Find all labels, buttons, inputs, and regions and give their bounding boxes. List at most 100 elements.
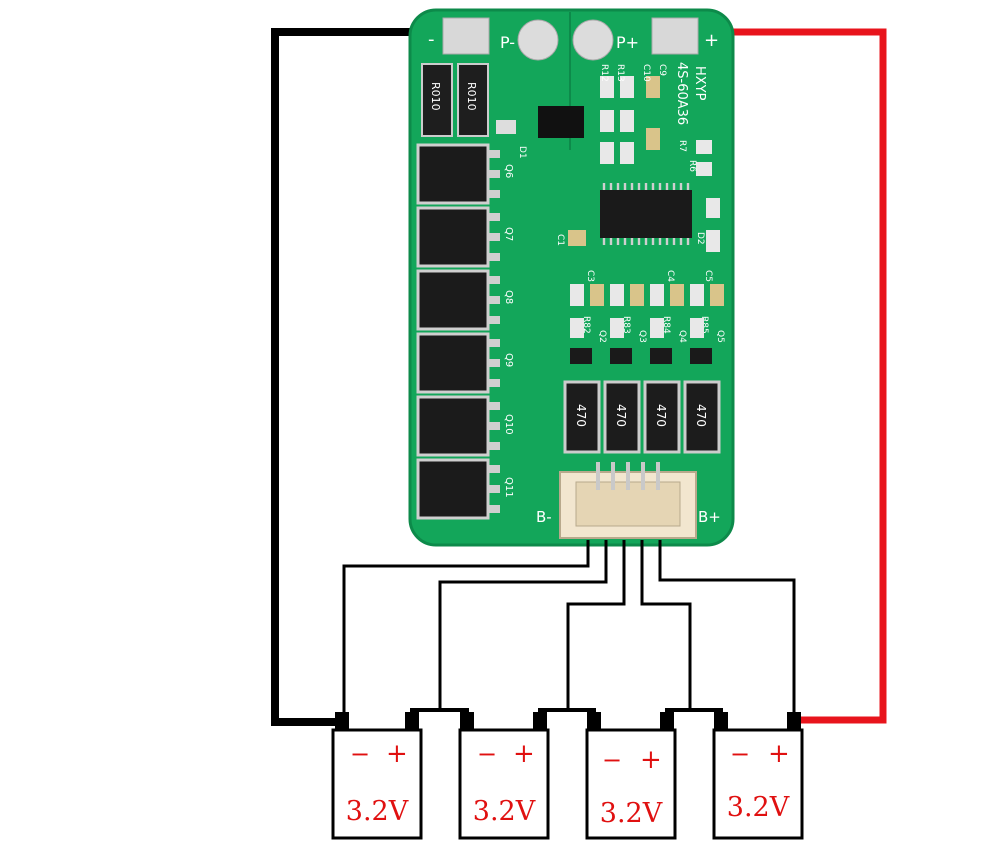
series-link-3-4 — [665, 708, 723, 720]
cell-4: − + 3.2V — [712, 712, 804, 840]
pad-positive — [651, 17, 699, 55]
mosfet-q6: Q6 — [416, 143, 514, 205]
cell-4-neg-sign: − — [730, 740, 750, 768]
ic-pins — [602, 183, 690, 245]
balance-wire-b1 — [438, 540, 608, 712]
cell-3-neg-terminal — [587, 712, 601, 730]
balance-resistor-label-4: 470 — [694, 404, 708, 427]
pad-pos-label: + — [704, 30, 719, 51]
balance-resistor-3 — [643, 380, 681, 454]
pad-neg-label: - — [428, 29, 435, 50]
shunt-resistor-1 — [421, 63, 453, 137]
shunt-resistor-2 — [457, 63, 489, 137]
cell-4-pos-sign: + — [768, 739, 790, 769]
balance-resistor-1 — [563, 380, 601, 454]
smd-part — [690, 284, 704, 306]
label-d2: D2 — [695, 232, 705, 245]
smd-part — [646, 76, 660, 98]
board-model: HXYP — [692, 66, 707, 101]
balance-wires — [342, 540, 796, 712]
cell-1-pos-terminal — [405, 712, 419, 730]
smd-part — [710, 284, 724, 306]
mosfet-q8: Q8 — [416, 269, 514, 331]
cell-2-pos-sign: + — [513, 739, 535, 769]
label-r83: R83 — [621, 316, 631, 334]
balance-resistor-4 — [683, 380, 721, 454]
shunt-label-1: R010 — [429, 82, 442, 111]
smd-part — [650, 284, 664, 306]
cell-4-voltage: 3.2V — [727, 792, 790, 823]
cell-2-neg-sign: − — [477, 740, 497, 768]
board-part-number: 4S-60A36 — [674, 62, 689, 125]
label-q4: Q4 — [677, 330, 687, 343]
smd-part — [610, 318, 624, 338]
component-labels: R13 R12 C10 C9 R7 R6 D1 D2 C1 C3 C4 C5 R… — [517, 64, 725, 343]
label-q5: Q5 — [715, 330, 725, 343]
smd-part — [570, 284, 584, 306]
cell-3-body — [585, 728, 677, 840]
connector-pins — [596, 462, 660, 490]
smd-part — [600, 110, 614, 132]
series-links — [410, 708, 723, 720]
balance-wire-b2 — [566, 540, 626, 712]
label-c1: C1 — [555, 234, 565, 246]
smd-part — [568, 230, 586, 246]
balance-wire-b-neg — [342, 540, 590, 712]
cell-1-pos-sign: + — [386, 739, 408, 769]
balance-wire-b-pos — [658, 540, 796, 712]
bms-pcb: - P- P+ + R010 R010 HXYP 4S-60A36 — [408, 8, 735, 547]
smd-part — [706, 230, 720, 252]
mosfet-q7: Q7 — [416, 206, 514, 268]
mosfet-q9: Q9 — [416, 332, 514, 394]
label-c3: C3 — [585, 270, 595, 282]
pcb-edge — [408, 8, 735, 547]
cell-1-neg-terminal — [335, 712, 349, 730]
pad-p-positive — [572, 19, 614, 61]
smd-part — [600, 142, 614, 164]
cell-3-neg-sign: − — [602, 746, 622, 774]
mosfet-label-q9: Q9 — [503, 353, 514, 367]
smd-part — [650, 318, 664, 338]
label-r13: R13 — [615, 64, 625, 82]
series-link-2-3 — [538, 708, 596, 720]
positive-main-wire — [682, 28, 887, 724]
smd-part — [620, 76, 634, 98]
label-q2: Q2 — [597, 330, 607, 343]
cell-2: − + 3.2V — [458, 712, 550, 840]
label-c4: C4 — [665, 270, 675, 282]
control-ic — [600, 183, 692, 245]
balance-transistor — [610, 348, 632, 364]
label-r84: R84 — [661, 316, 671, 334]
label-c10: C10 — [641, 64, 651, 82]
smd-part — [696, 162, 712, 176]
smd-part — [570, 318, 584, 338]
label-c9: C9 — [657, 64, 667, 76]
cell-3-pos-sign: + — [640, 745, 662, 775]
cell-1: − + 3.2V — [331, 712, 423, 840]
mosfet-label-q6: Q6 — [503, 164, 514, 178]
label-r6: R6 — [687, 160, 697, 172]
smd-part — [690, 318, 704, 338]
label-r7: R7 — [677, 140, 687, 152]
cell-1-body — [331, 728, 423, 840]
cell-2-body — [458, 728, 550, 840]
label-r82: R82 — [581, 316, 591, 334]
balance-transistor — [570, 348, 592, 364]
cell-1-voltage: 3.2V — [346, 796, 409, 827]
shunt-label-2: R010 — [465, 82, 478, 111]
cell-3-voltage: 3.2V — [600, 798, 663, 829]
cell-4-pos-terminal — [787, 712, 801, 730]
smd-part — [646, 128, 660, 150]
smd-part — [600, 76, 614, 98]
balance-resistor-label-2: 470 — [614, 404, 628, 427]
smd-part — [620, 142, 634, 164]
cell-3: − + 3.2V — [585, 712, 677, 840]
mosfet-q10: Q10 — [416, 395, 514, 457]
b-negative-label: B- — [536, 508, 552, 526]
battery-cells: − + 3.2V − + 3.2V − + 3.2V − + 3.2V — [331, 712, 804, 840]
balance-small-parts — [570, 284, 724, 364]
b-positive-label: B+ — [698, 508, 721, 526]
control-components — [538, 76, 720, 252]
